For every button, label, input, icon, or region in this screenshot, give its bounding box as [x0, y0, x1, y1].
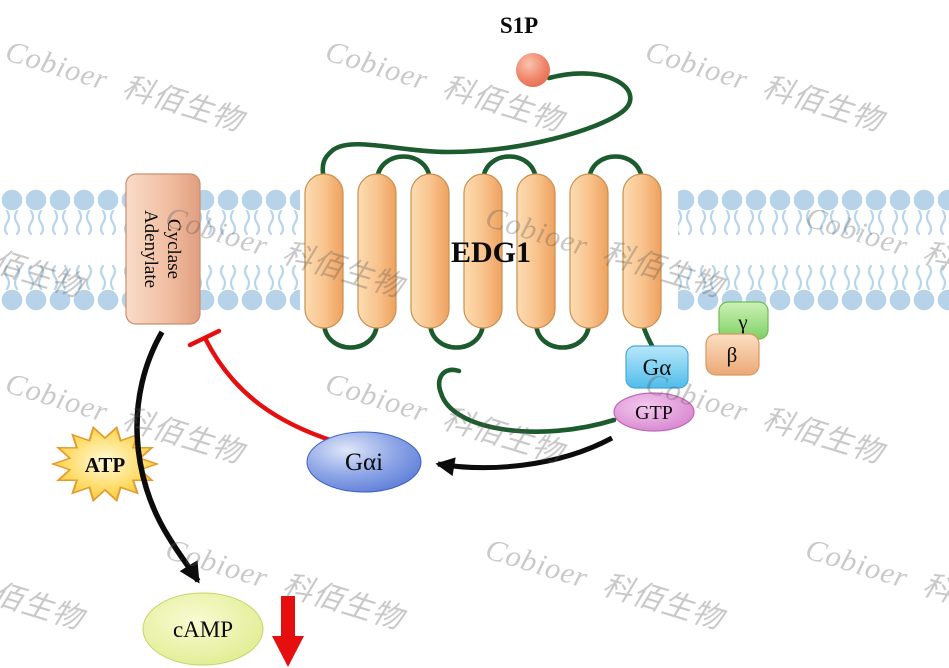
tm-helix-1	[304, 173, 344, 329]
intracellular-loop	[533, 319, 592, 350]
camp-label: cAMP	[173, 617, 233, 642]
receptor-label: EDG1	[451, 236, 531, 269]
s1p-label: S1P	[500, 13, 538, 38]
tm-helix-3	[410, 173, 450, 329]
tm-helix-4	[463, 173, 503, 329]
receptor-helices	[304, 173, 662, 329]
inhibition-bar	[187, 328, 222, 348]
extracellular-loop	[480, 154, 539, 185]
g-beta-subunit	[705, 333, 760, 376]
inhibition-line	[202, 335, 339, 445]
tm-helix-5	[516, 173, 556, 329]
gtp-label: GTP	[635, 402, 673, 424]
activation-arrow	[435, 435, 614, 477]
adenylate-cyclase	[125, 173, 201, 325]
g-alpha-i-subunit	[306, 431, 422, 493]
intracellular-loop	[321, 319, 380, 350]
decrease-arrow	[272, 596, 304, 667]
adenylate-cyclase-label-line1: Adenylate	[140, 210, 161, 288]
gtp-molecule	[613, 392, 695, 432]
camp-production-arrow	[134, 330, 201, 584]
atp-starburst	[50, 425, 160, 503]
n-terminus-loop	[320, 71, 633, 183]
g-alpha-subunit	[625, 345, 689, 389]
g-beta-label: β	[727, 343, 738, 367]
g-gamma-label: γ	[737, 310, 747, 334]
tm-helix-2	[357, 173, 397, 329]
extracellular-loop	[586, 154, 645, 185]
s1p-ligand-ball	[516, 53, 550, 87]
tm-helix-6	[569, 173, 609, 329]
g-alpha-label: Gα	[643, 355, 672, 380]
tm-helix-7	[622, 173, 662, 329]
intracellular-loop	[427, 319, 486, 350]
g-alpha-i-label: Gαi	[345, 449, 383, 476]
atp-label: ATP	[85, 453, 126, 477]
adenylate-cyclase-label-line2: Cyclase	[163, 219, 184, 279]
extracellular-loop	[374, 154, 433, 185]
camp-molecule	[142, 592, 264, 666]
c-terminus-tail	[436, 367, 617, 434]
